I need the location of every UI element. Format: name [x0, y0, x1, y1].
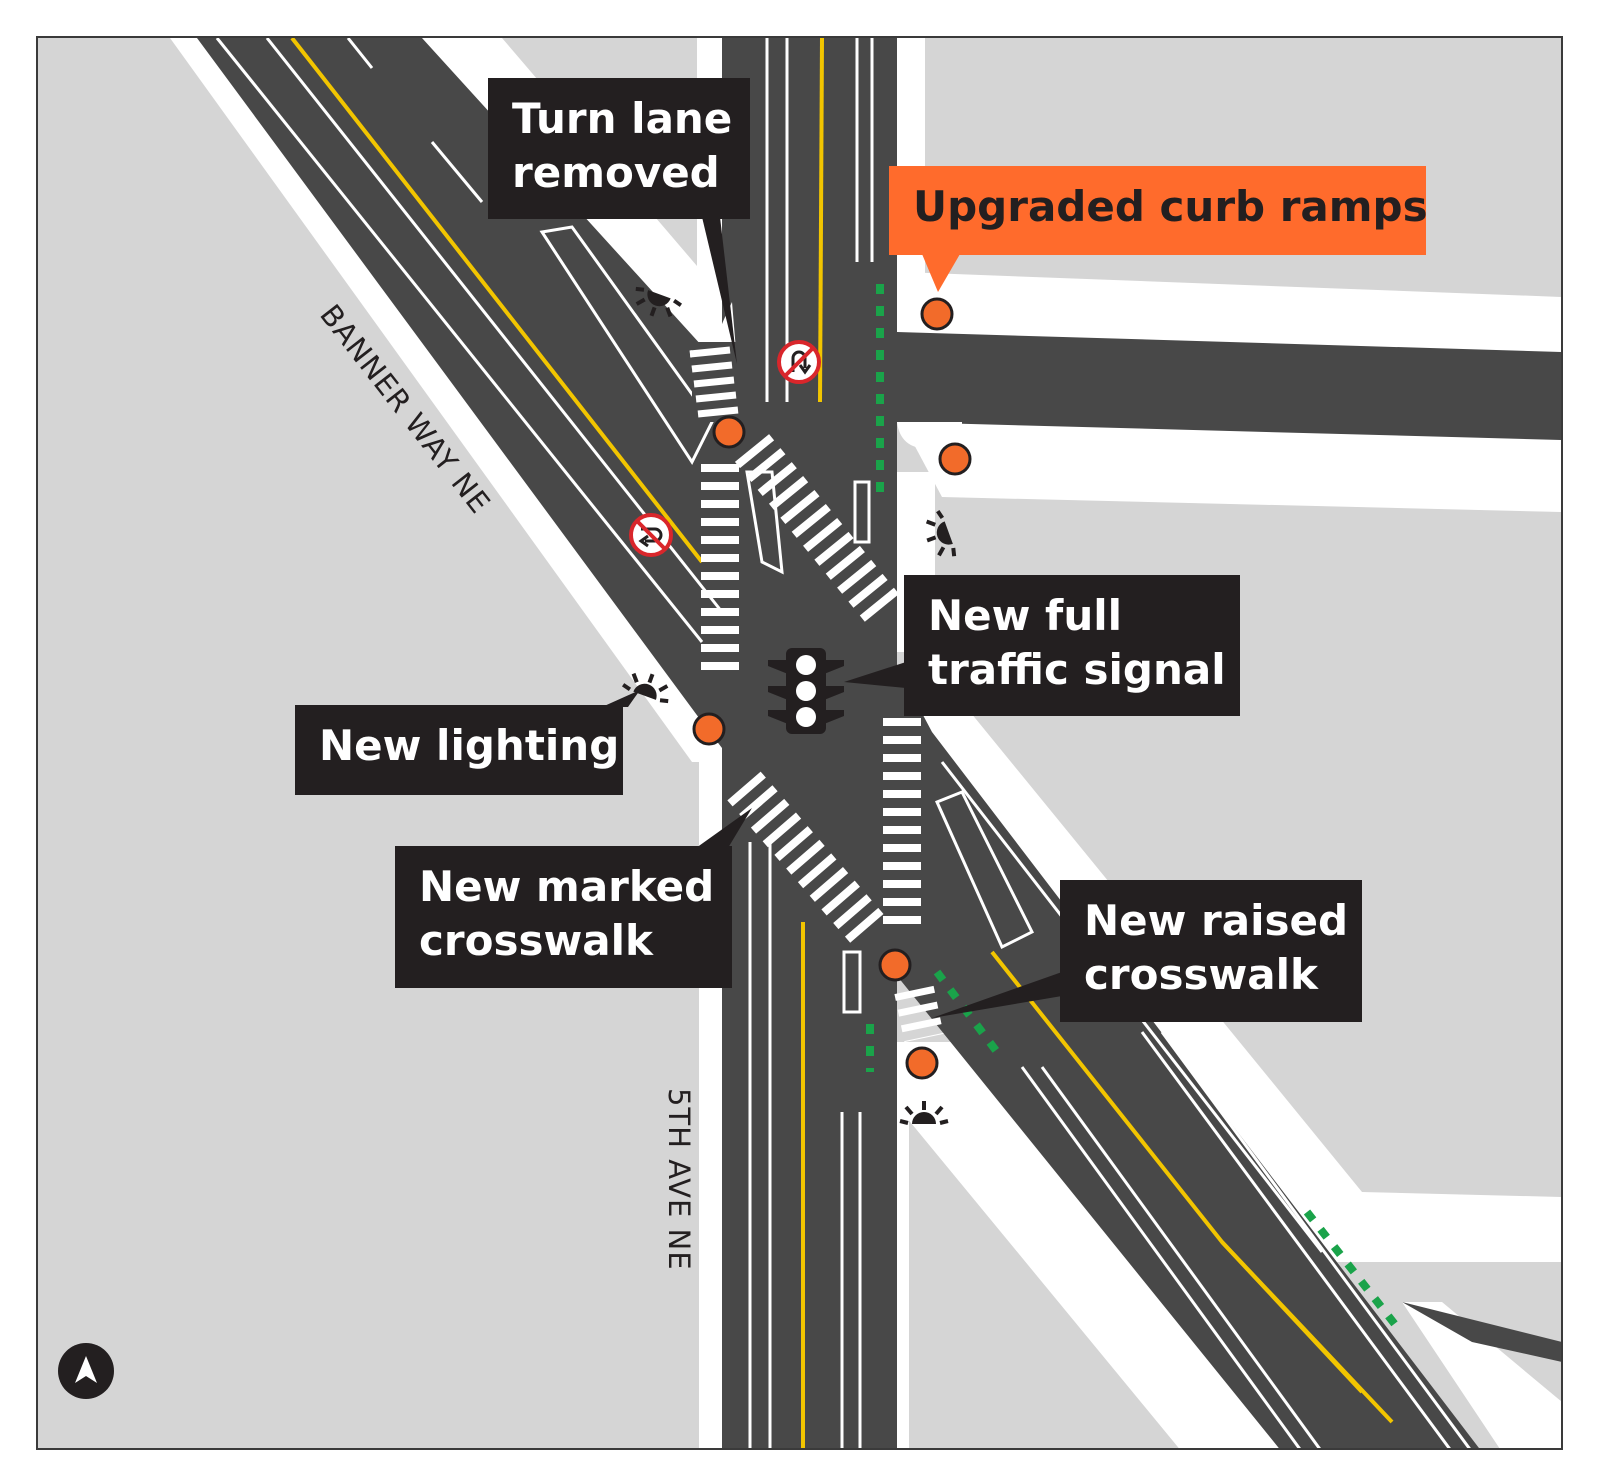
callout-text: Turn lane — [512, 94, 733, 143]
callout-text: New lighting — [319, 721, 620, 770]
callout-text: New raised — [1084, 896, 1349, 945]
curb-ramp-marker-icon — [905, 1046, 939, 1080]
north-arrow-icon — [58, 1343, 114, 1399]
callout-text: New full — [928, 591, 1123, 640]
callout-text: removed — [512, 148, 720, 197]
traffic-signal-icon — [768, 648, 844, 734]
marked-crosswalk-pointer — [696, 808, 752, 848]
callout-text: crosswalk — [419, 916, 653, 965]
signal-pointer — [844, 662, 906, 688]
callout-text: traffic signal — [928, 645, 1226, 694]
callout-new-raised-crosswalk: New raised crosswalk — [1060, 880, 1362, 1022]
curb-ramps-pointer — [922, 254, 960, 292]
callout-new-lighting: New lighting — [295, 705, 623, 795]
callout-new-marked-crosswalk: New marked crosswalk — [395, 846, 732, 988]
callout-upgraded-curb-ramps: Upgraded curb ramps — [889, 166, 1428, 255]
turn-lane-pointer — [702, 217, 737, 364]
callout-text: crosswalk — [1084, 950, 1318, 999]
callout-turn-lane-removed: Turn lane removed — [488, 78, 750, 219]
curb-ramp-marker-icon — [920, 297, 954, 331]
no-u-turn-icon — [629, 513, 673, 557]
curb-ramp-marker-icon — [878, 948, 912, 982]
raised-crosswalk-pointer — [932, 972, 1062, 1018]
callout-text: Upgraded curb ramps — [913, 182, 1428, 231]
curb-ramp-marker-icon — [938, 442, 972, 476]
callout-text: New marked — [419, 862, 715, 911]
map-canvas — [38, 38, 1561, 1448]
curb-ramp-marker-icon — [692, 712, 726, 746]
lighting-pointer — [602, 690, 640, 707]
street-label-fifth-ave: 5TH AVE NE — [662, 1088, 696, 1271]
callout-new-full-traffic-signal: New full traffic signal — [904, 575, 1240, 716]
intersection-map: BANNER WAY NE 5TH AVE NE Turn lane remov… — [36, 36, 1563, 1450]
curb-ramp-marker-icon — [712, 415, 746, 449]
no-u-turn-icon — [777, 340, 821, 384]
